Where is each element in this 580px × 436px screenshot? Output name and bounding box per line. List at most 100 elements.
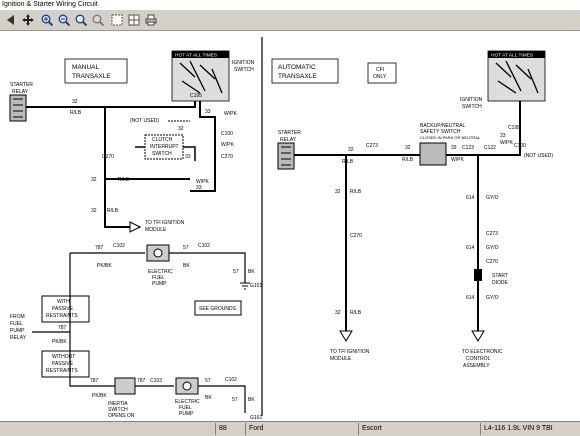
zoom-page-icon [92, 14, 104, 26]
select-button[interactable] [109, 12, 124, 27]
w614c: 614 [466, 295, 475, 301]
left-ign-switch-1: IGNITION [232, 60, 255, 66]
toolbar [0, 10, 580, 31]
right-starter-1: STARTER [278, 130, 301, 136]
right-wpk-b: W/PK [500, 140, 513, 146]
grid-icon [128, 14, 140, 26]
right-not-used: (NOT USED) [524, 153, 553, 159]
left-switch-contacts [179, 60, 223, 94]
without-2: PASSIVE [52, 361, 74, 367]
left-starter-1: STARTER [10, 82, 33, 88]
see-grounds: SEE GROUNDS [199, 306, 237, 312]
left-ignition-switch-box [171, 50, 230, 102]
to-elec-2: CONTROL [466, 356, 491, 362]
from-4: RELAY [10, 335, 27, 341]
w57a: 57 [183, 245, 189, 251]
right-rlb-b: R/LB [402, 157, 414, 163]
zoom-out-icon [58, 14, 70, 26]
left-rlb-c: R/LB [107, 208, 119, 214]
to-elec-3: ASSEMBLY [463, 363, 490, 369]
printer-icon [145, 14, 157, 26]
inertia-2: SWITCH [108, 407, 128, 413]
cfi-only-box [367, 62, 397, 84]
clutch-2: INTERRUPT [150, 144, 179, 150]
left-wpk-c: W/PK [196, 179, 209, 185]
w787b: 787 [58, 325, 67, 331]
right-w33b: 33 [500, 133, 506, 139]
right-c123: C123 [462, 145, 474, 151]
start-2: DIODE [492, 280, 509, 286]
to-elec-1: TO ELECTRONIC [462, 349, 503, 355]
fp-b2: FUEL [179, 405, 192, 411]
right-wire-33 [446, 101, 521, 156]
w787c: 787 [90, 378, 99, 384]
pkbk-b: PK/BK [52, 339, 67, 345]
left-to-tfi: TO TFI IGNITION [145, 220, 185, 226]
clutch-3: SWITCH [152, 151, 172, 157]
left-module: MODULE [145, 227, 167, 233]
gyo-c: GY/O [486, 295, 499, 301]
clutch-1: CLUTCH [152, 137, 173, 143]
wiring-diagram-canvas: MANUAL TRANSAXLE HOT AT ALL TIMES IGNITI… [0, 31, 580, 421]
move-icon [22, 14, 34, 26]
back-button[interactable] [3, 12, 18, 27]
fp-a2: FUEL [152, 275, 165, 281]
right-c270: C270 [350, 233, 362, 239]
left-rlb-a: R/LB [70, 110, 82, 116]
inertia-3: OPENS ON [108, 413, 135, 419]
fp-a1: ELECTRIC [148, 269, 173, 275]
without-3: RESTRAINTS [46, 368, 78, 374]
cfi-1: CFI [376, 67, 384, 73]
bk-b: BK [248, 269, 255, 275]
status-model: Escort [358, 423, 480, 435]
w57c: 57 [205, 378, 211, 384]
wiring-diagram: MANUAL TRANSAXLE HOT AT ALL TIMES IGNITI… [9, 37, 553, 421]
left-w32a: 32 [72, 99, 78, 105]
right-w33a: 33 [451, 145, 457, 151]
c103: C103 [150, 378, 162, 384]
print-button[interactable] [143, 12, 158, 27]
zoom-out-button[interactable] [56, 12, 71, 27]
backup-3: CLOSED IN PARK OR NEUTRAL [420, 135, 481, 140]
bk-d: BK [248, 397, 255, 403]
left-w32b: 32 [178, 126, 184, 132]
pkbk-c: PK/BK [92, 393, 107, 399]
from-2: FUEL [10, 321, 23, 327]
right-ignition-switch-box [487, 50, 546, 102]
with-1: WITH [57, 299, 70, 305]
zoom-in-button[interactable] [39, 12, 54, 27]
bk-a: BK [183, 263, 190, 269]
right-c122: C122 [484, 145, 496, 151]
inertia-switch [114, 377, 136, 395]
w614b: 614 [466, 245, 475, 251]
inertia-1: INERTIA [108, 401, 128, 407]
see-grounds-box [194, 300, 242, 316]
pkbk-a: PK/BK [97, 263, 112, 269]
with-3: RESTRAINTS [46, 313, 78, 319]
left-c100: C100 [221, 131, 233, 137]
start-diode [474, 269, 482, 281]
status-engine: L4-116 1.9L VIN 9 TBI [480, 423, 580, 435]
zoom-fit-button[interactable] [73, 12, 88, 27]
left-w33c: 33 [196, 185, 202, 191]
left-w33a: 33 [205, 109, 211, 115]
auto-title-2: TRANSAXLE [278, 73, 317, 80]
start-1: START [492, 273, 508, 279]
right-to-tfi-2: MODULE [330, 356, 352, 362]
zoom-page-button[interactable] [90, 12, 105, 27]
right-c270b: C270 [486, 259, 498, 265]
right-rlb-a: R/LB [342, 159, 354, 165]
grid-button[interactable] [126, 12, 141, 27]
right-c273: C273 [366, 143, 378, 149]
right-w32c: 32 [335, 189, 341, 195]
pan-button[interactable] [20, 12, 35, 27]
left-c195: C195 [190, 93, 202, 99]
left-hot-bar [172, 51, 229, 58]
fp-a3: PUMP [152, 281, 167, 287]
g101: G101 [250, 283, 262, 289]
right-c195: C195 [508, 125, 520, 131]
with-2: PASSIVE [52, 306, 74, 312]
without-1: WITHOUT [52, 354, 75, 360]
manual-title-box [64, 58, 128, 84]
left-w32d: 32 [91, 208, 97, 214]
